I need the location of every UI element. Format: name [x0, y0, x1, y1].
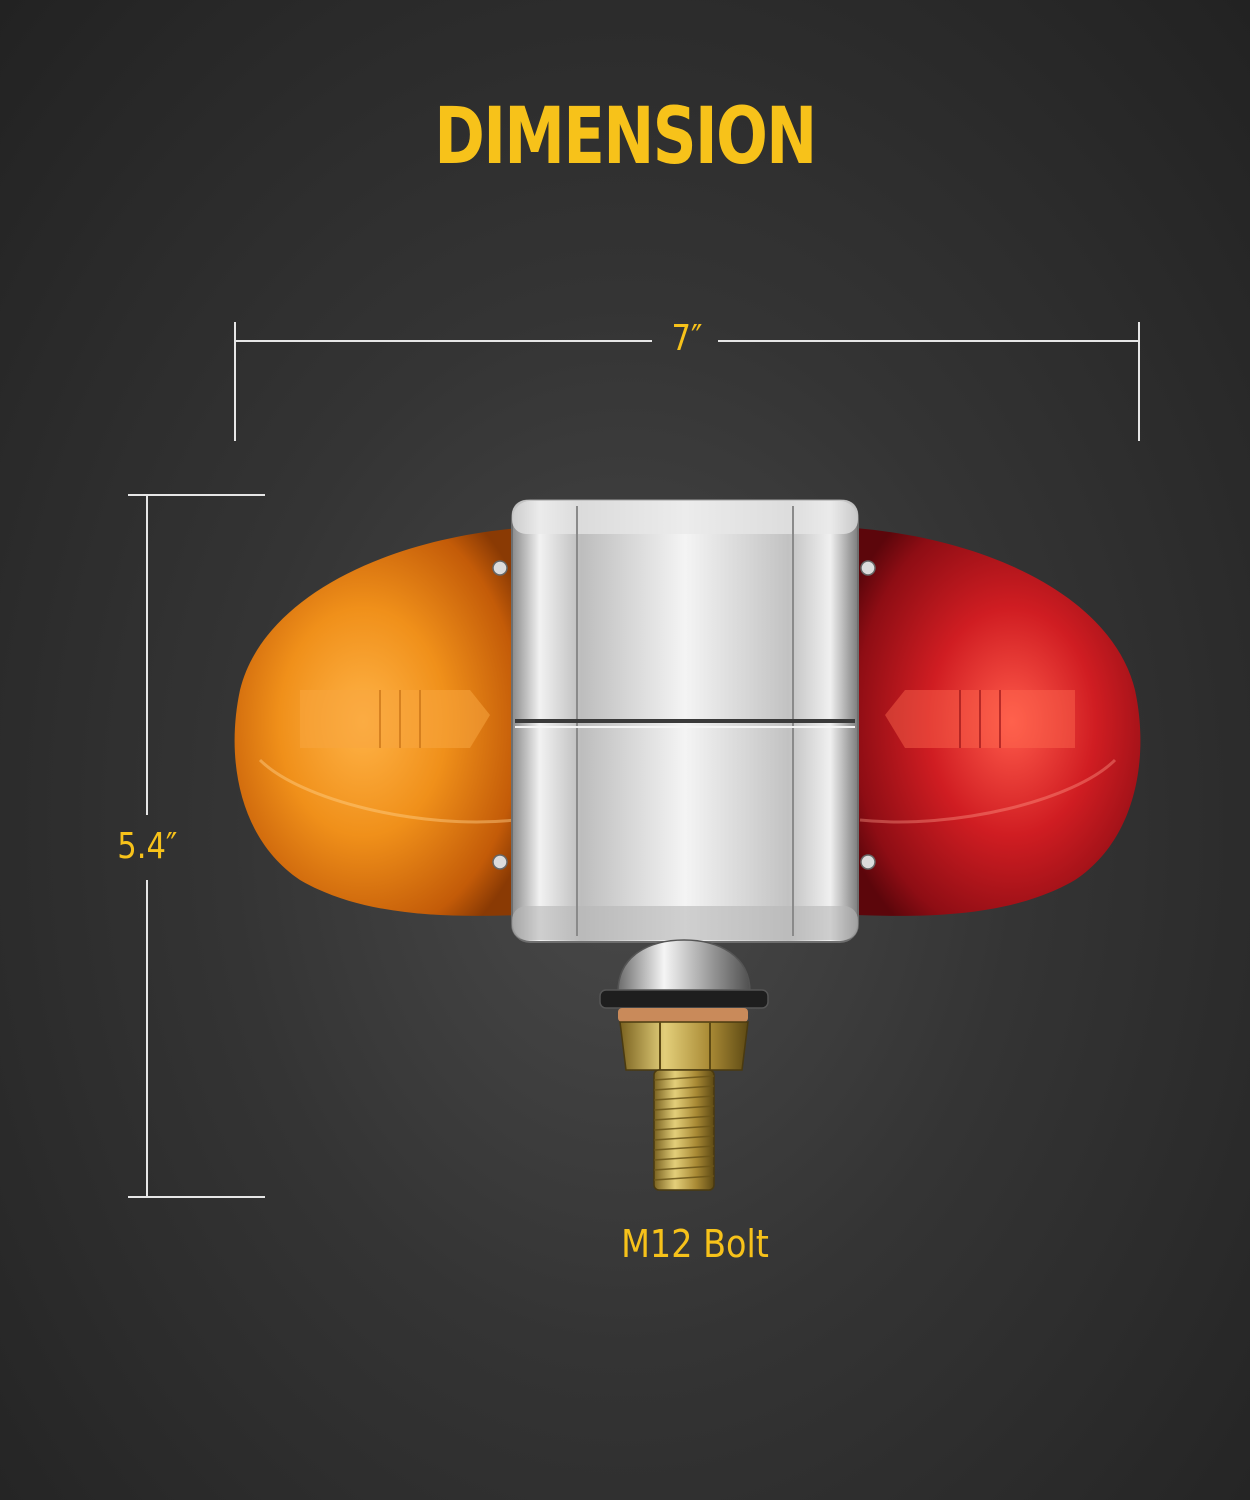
hex-nut	[619, 1021, 749, 1071]
height-dimension-line	[128, 494, 265, 1198]
width-label: 7″	[671, 318, 703, 359]
height-label: 5.4″	[117, 826, 178, 867]
bolt-label: M12 Bolt	[621, 1222, 769, 1266]
width-dimension-line	[234, 322, 1140, 441]
red-lens	[855, 528, 1141, 916]
page-title: DIMENSION	[434, 92, 817, 182]
rubber-washer	[599, 989, 769, 1009]
marker-light-product	[234, 499, 1141, 1191]
chrome-stem	[617, 939, 751, 993]
